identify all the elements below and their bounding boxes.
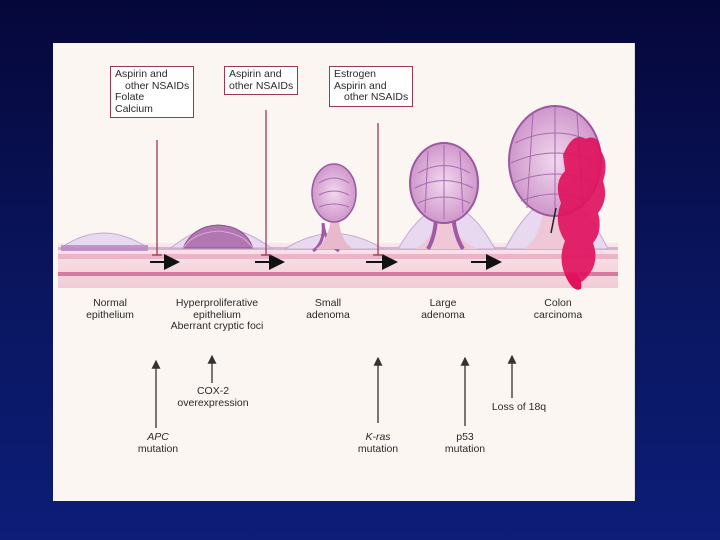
inhibitor-lines <box>152 110 383 256</box>
inhibitor-box-3-line-3: other NSAIDs <box>344 91 409 103</box>
inhibitor-box-1-line-1: Aspirin and <box>115 68 168 80</box>
normal-epithelium-illustration <box>59 232 150 251</box>
mutation-event-arrows <box>151 354 517 428</box>
slide-panel: Aspirin and other NSAIDs Folate Calcium … <box>53 43 635 501</box>
hyperproliferative-illustration <box>169 224 273 249</box>
inhibitor-box-3-line-1: Estrogen <box>334 68 377 80</box>
carcinoma-mass <box>557 137 606 283</box>
event-label-loss-18q: Loss of 18q <box>491 401 547 413</box>
inhibitor-box-1-line-2: other NSAIDs <box>125 79 190 92</box>
carcinogenesis-diagram <box>58 105 618 428</box>
inhibitor-box-1-line-4: Calcium <box>115 102 153 115</box>
inhibitor-box-1: Aspirin and other NSAIDs Folate Calcium <box>110 66 195 118</box>
inhibitor-box-2-line-2: other NSAIDs <box>229 79 294 92</box>
inhibitor-box-3-line-2: Aspirin and <box>334 79 387 92</box>
small-adenoma-illustration <box>283 163 385 253</box>
large-adenoma-illustration <box>397 142 496 251</box>
inhibitor-box-3: Estrogen Aspirin and other NSAIDs <box>329 66 414 107</box>
inhibitor-box-1-line-3: Folate <box>115 91 145 103</box>
inhibitor-box-2: Aspirin and other NSAIDs <box>224 66 299 95</box>
inhibitor-box-2-line-1: Aspirin and <box>229 68 282 80</box>
colon-carcinoma-illustration <box>504 105 609 290</box>
